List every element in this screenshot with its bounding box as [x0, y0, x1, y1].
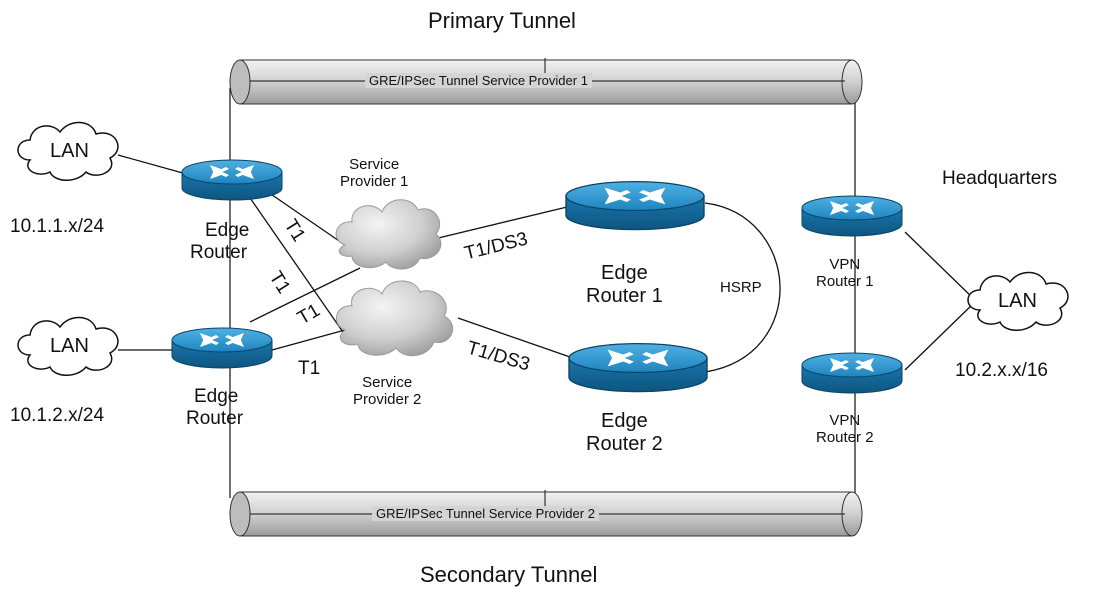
label-vpn-router-1: VPN Router 1: [816, 256, 874, 291]
label-edge-1-line1: Edge: [601, 262, 648, 284]
link-label-hsrp: HSRP: [720, 279, 762, 296]
label-edge-router-1: Edge Router 1: [586, 262, 663, 308]
label-service-provider-1: Service Provider 1: [340, 156, 408, 191]
lan-cloud-left-top: [17, 121, 119, 181]
router-icon-edge-1: [565, 180, 705, 231]
label-edge-top-left-line2: Router: [190, 241, 248, 263]
primary-tunnel-title: Primary Tunnel: [428, 8, 576, 33]
label-edge-router-2: Edge Router 2: [586, 410, 663, 456]
tunnel-frame-lines: [229, 88, 856, 498]
label-vpn-1-line2: Router 1: [816, 273, 874, 291]
lan-cloud-left-bottom: [17, 316, 119, 376]
label-vpn-router-2: VPN Router 2: [816, 412, 874, 447]
label-sp1-line1: Service: [349, 156, 400, 173]
subnet-left-top: 10.1.1.x/24: [10, 216, 105, 237]
router-icon-edge-bottom-left: [171, 327, 273, 369]
subnet-left-bottom: 10.1.2.x/24: [10, 405, 105, 426]
label-edge-1-line2: Router 1: [586, 285, 663, 307]
label-sp2-line2: Provider 2: [353, 391, 422, 409]
label-edge-2-line1: Edge: [601, 410, 648, 432]
label-edge-top-left-line1: Edge: [205, 220, 250, 241]
headquarters-label: Headquarters: [942, 168, 1058, 189]
label-vpn-2-line2: Router 2: [816, 429, 874, 447]
label-vpn-2-line1: VPN: [829, 412, 861, 429]
service-provider-1-cloud: [335, 199, 442, 270]
label-service-provider-2: Service Provider 2: [353, 374, 421, 409]
lan-right-label: LAN: [998, 290, 1037, 312]
label-edge-2-line2: Router 2: [586, 433, 663, 455]
link-label-t1-d: T1: [298, 358, 321, 379]
router-icon-edge-top-left: [181, 159, 283, 201]
label-edge-bottom-left-line1: Edge: [194, 386, 239, 407]
secondary-tunnel-title: Secondary Tunnel: [420, 562, 598, 587]
lan-left-bottom-label: LAN: [50, 335, 89, 357]
lan-cloud-right: [967, 271, 1069, 331]
primary-tunnel-tube: [229, 58, 863, 105]
router-icon-edge-2: [568, 342, 708, 393]
lan-left-top-label: LAN: [50, 140, 89, 162]
label-edge-bottom-left: Edge Router: [186, 386, 243, 430]
router-icon-vpn-1: [801, 195, 903, 237]
label-edge-bottom-left-line2: Router: [186, 407, 244, 429]
label-sp2-line1: Service: [362, 374, 413, 391]
label-vpn-1-line1: VPN: [829, 256, 861, 273]
secondary-tunnel-tube: [229, 490, 863, 537]
service-provider-2-cloud: [335, 280, 454, 357]
label-sp1-line2: Provider 1: [340, 173, 409, 191]
router-icon-vpn-2: [801, 352, 903, 394]
primary-tunnel-label: GRE/IPSec Tunnel Service Provider 1: [365, 73, 592, 88]
connection-lines: [117, 154, 976, 373]
label-edge-top-left: Edge Router: [190, 220, 249, 264]
subnet-right: 10.2.x.x/16: [955, 360, 1048, 381]
secondary-tunnel-label: GRE/IPSec Tunnel Service Provider 2: [372, 506, 599, 521]
